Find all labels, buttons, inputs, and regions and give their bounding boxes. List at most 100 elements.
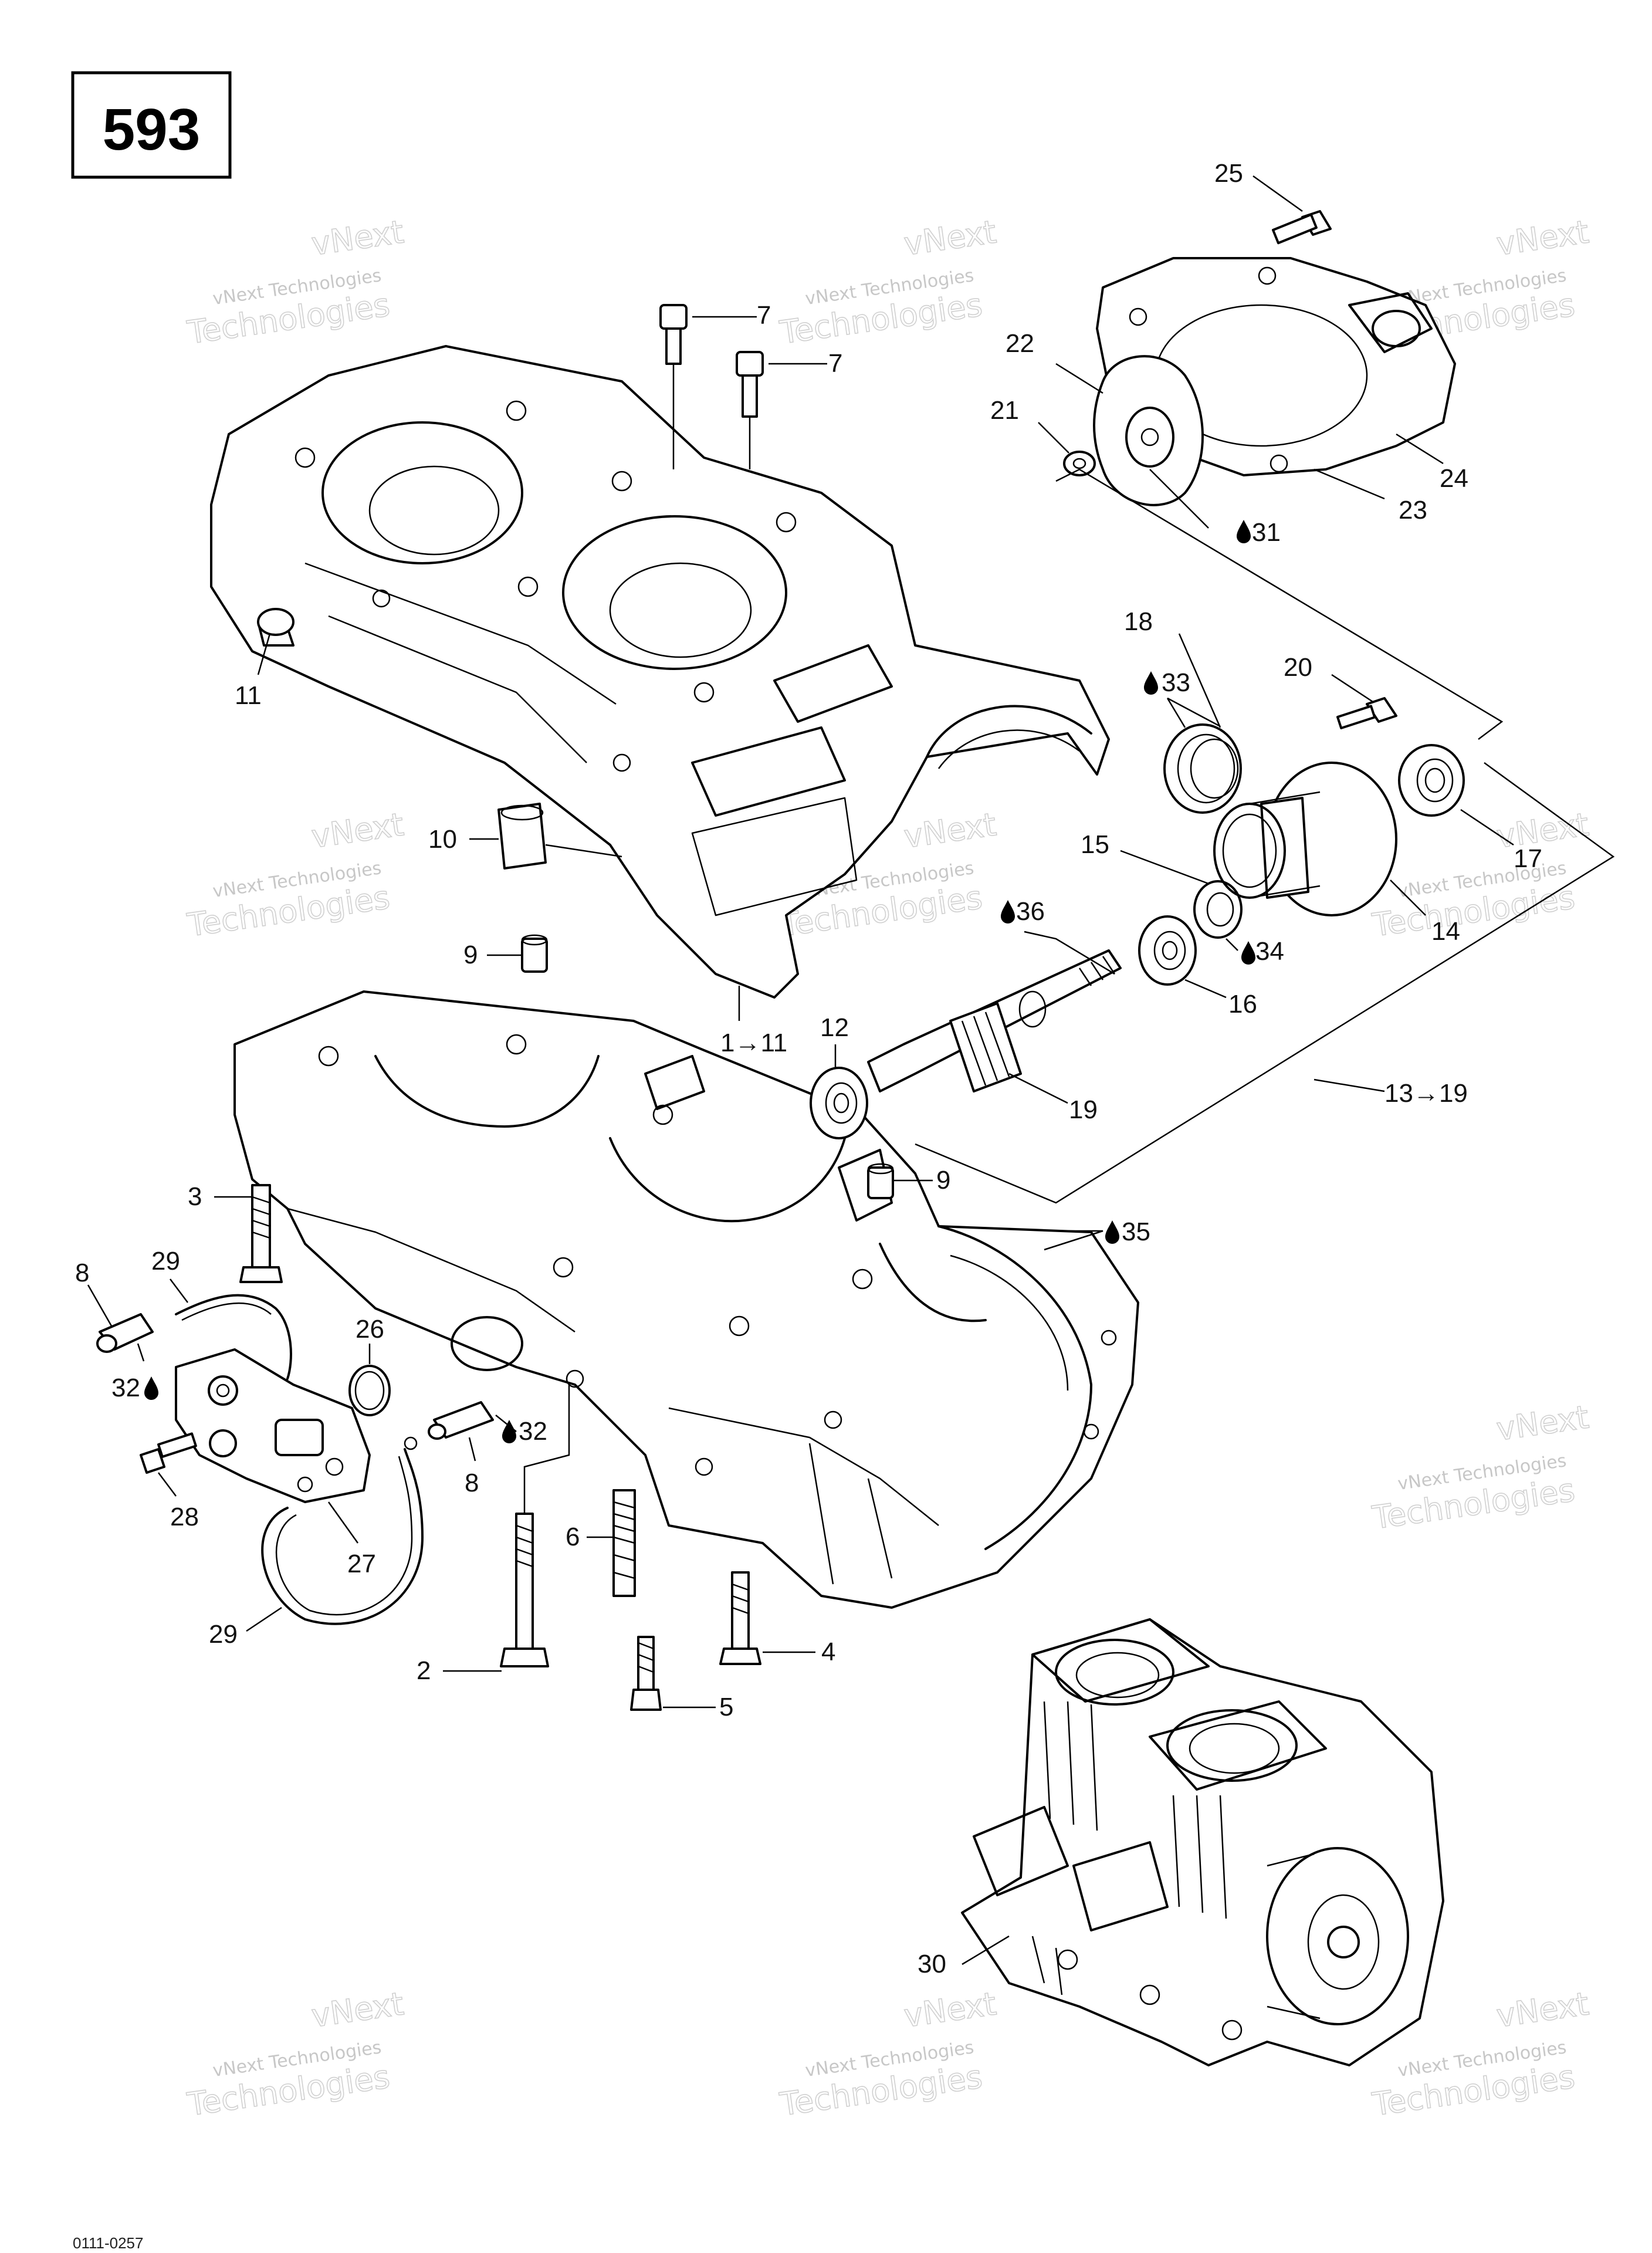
bearing-housing-14 — [1213, 762, 1397, 916]
group-bracket-upper — [1055, 468, 1504, 740]
bolt-2 — [500, 1513, 549, 1667]
callout-19: 19 — [1069, 1095, 1098, 1124]
callout-20: 20 — [1284, 653, 1312, 682]
page-number: 593 — [103, 97, 201, 163]
callout-1-11: 1→11 — [720, 1029, 787, 1057]
bolt-5 — [630, 1636, 662, 1711]
oil-drop-icon — [1144, 671, 1158, 695]
bearing-12 — [810, 1067, 868, 1139]
watermark: vNext vNext Technologies Technologies — [777, 1985, 999, 2124]
callout-32-right: 32 — [519, 1417, 547, 1446]
impeller-22 — [1093, 355, 1204, 506]
callout-5: 5 — [719, 1693, 733, 1721]
callout-26: 26 — [356, 1315, 384, 1344]
watermark: vNext vNext Technologies Technologies — [777, 213, 999, 352]
svg-text:vNext: vNext — [309, 806, 406, 855]
seal-17 — [1398, 744, 1465, 817]
callout-29-upper: 29 — [151, 1247, 180, 1276]
callout-34: 34 — [1255, 937, 1284, 966]
callout-9-upper: 9 — [463, 941, 478, 969]
svg-text:vNext: vNext — [902, 213, 998, 262]
oil-drop-icon — [502, 1420, 516, 1443]
callout-17: 17 — [1514, 844, 1542, 873]
callout-23: 23 — [1399, 496, 1427, 525]
seal-10 — [497, 803, 547, 870]
callout-10: 10 — [428, 825, 457, 854]
seal-18 — [1163, 723, 1242, 814]
upper-crankcase — [210, 345, 1110, 999]
callout-4: 4 — [821, 1638, 835, 1666]
callout-9-lower: 9 — [936, 1166, 950, 1195]
bolt-28 — [140, 1432, 197, 1474]
svg-text:vNext: vNext — [902, 1985, 998, 2034]
bearing-16 — [1138, 915, 1197, 986]
group-bracket-lower — [915, 762, 1615, 1204]
callout-3: 3 — [188, 1182, 202, 1211]
oil-drop-icon — [1241, 941, 1255, 965]
oil-drop-icon — [144, 1376, 158, 1400]
callout-16: 16 — [1228, 990, 1257, 1019]
seal-15 — [1193, 880, 1243, 939]
watermark: vNext vNext Technologies Technologies — [184, 806, 407, 945]
callout-11: 11 — [235, 681, 262, 710]
callout-22: 22 — [1006, 329, 1034, 358]
engine-assembly-30 — [961, 1618, 1444, 2066]
bolt-3 — [239, 1184, 283, 1283]
callout-28: 28 — [170, 1503, 199, 1531]
callout-33: 33 — [1162, 668, 1190, 697]
oil-pump-27 — [175, 1348, 371, 1503]
svg-text:vNext: vNext — [1494, 1398, 1591, 1447]
washer-21 — [1063, 451, 1096, 476]
bolt-20 — [1336, 697, 1397, 730]
oil-drop-icon — [1105, 1220, 1119, 1244]
o-ring-26 — [348, 1365, 391, 1416]
stud-6 — [612, 1489, 636, 1597]
fitting-8-right — [404, 1401, 494, 1450]
bolt-7-left — [659, 304, 688, 365]
callout-29-lower: 29 — [209, 1620, 238, 1649]
watermark: vNext vNext Technologies Technologies — [184, 213, 407, 352]
shaft-19 — [867, 949, 1122, 1092]
callout-12: 12 — [820, 1013, 849, 1042]
hose-29-lower — [261, 1448, 424, 1625]
callout-31: 31 — [1252, 518, 1281, 547]
callout-6: 6 — [566, 1523, 580, 1551]
watermark: vNext vNext Technologies Technologies — [1369, 1398, 1592, 1537]
svg-text:vNext: vNext — [1494, 213, 1591, 262]
callout-27: 27 — [347, 1550, 376, 1578]
bolt-4 — [719, 1571, 761, 1665]
callout-8-right: 8 — [465, 1469, 479, 1497]
dowel-9-upper — [521, 934, 548, 973]
oil-drop-icon — [1001, 900, 1015, 923]
footer-code: 0111-0257 — [73, 2234, 143, 2252]
svg-text:vNext: vNext — [902, 806, 998, 855]
callout-32-left: 32 — [111, 1374, 140, 1402]
svg-text:vNext: vNext — [309, 1985, 406, 2034]
lower-crankcase — [233, 990, 1139, 1609]
callout-7-left: 7 — [757, 301, 771, 330]
callout-36: 36 — [1016, 897, 1045, 926]
callout-30: 30 — [918, 1950, 946, 1978]
bolt-25 — [1272, 210, 1332, 245]
callout-14: 14 — [1431, 917, 1460, 946]
bolt-7-right — [736, 351, 764, 418]
svg-text:vNext: vNext — [1494, 1985, 1591, 2034]
oil-drop-icon — [1237, 520, 1251, 543]
dowel-9-lower — [867, 1163, 894, 1199]
callout-18: 18 — [1124, 607, 1153, 636]
page-number-box: 593 — [71, 71, 232, 179]
callout-24: 24 — [1440, 464, 1468, 493]
hose-29-upper — [175, 1294, 292, 1380]
callout-25: 25 — [1214, 159, 1243, 188]
svg-text:vNext: vNext — [309, 213, 406, 262]
callout-2: 2 — [417, 1656, 431, 1685]
callout-21: 21 — [990, 396, 1019, 425]
callout-15: 15 — [1081, 830, 1109, 859]
plug-11 — [257, 608, 294, 636]
callout-35: 35 — [1122, 1217, 1150, 1246]
callout-13-19: 13→19 — [1384, 1079, 1468, 1108]
fitting-8-left — [96, 1313, 154, 1353]
callout-7-right: 7 — [828, 349, 842, 378]
watermark: vNext vNext Technologies Technologies — [184, 1985, 407, 2124]
